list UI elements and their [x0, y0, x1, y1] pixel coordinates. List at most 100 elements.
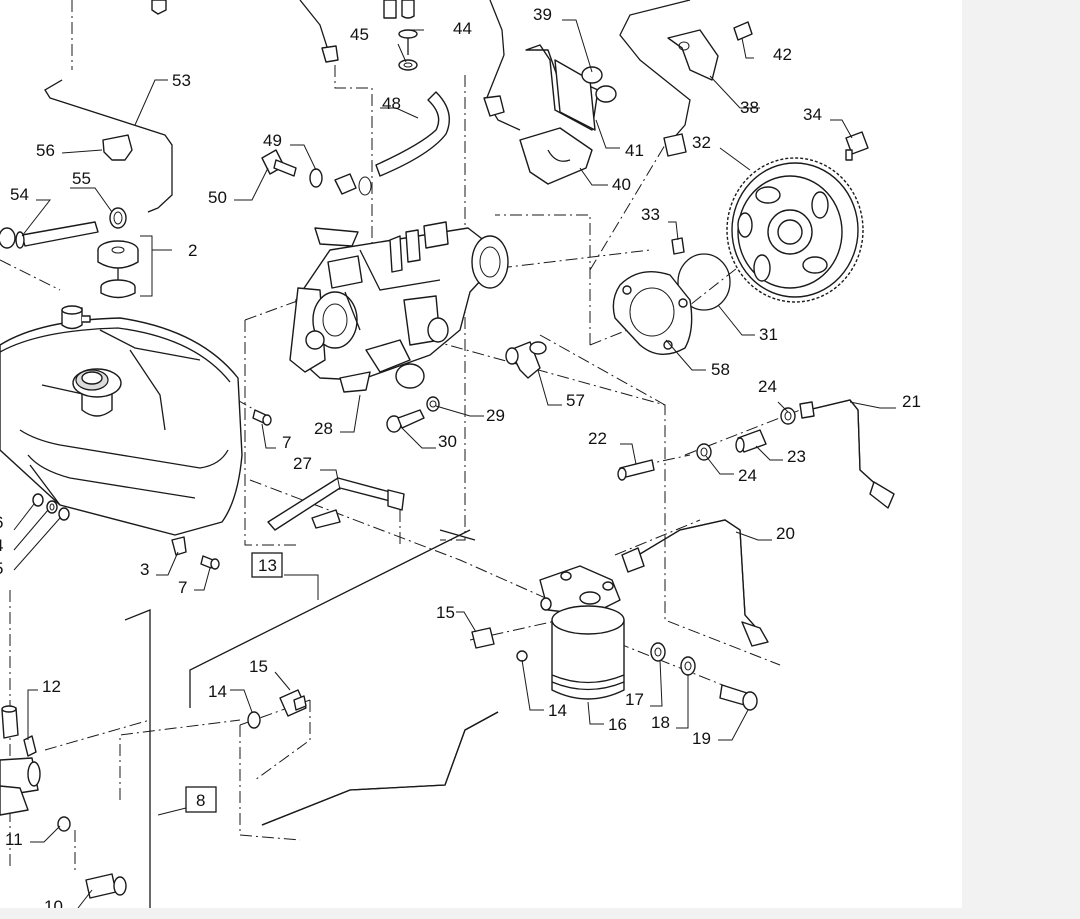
- ref-42: 42: [773, 45, 792, 64]
- ref-7a: 7: [282, 433, 291, 452]
- part-stud-22[interactable]: [617, 459, 655, 481]
- part-elbow-57[interactable]: [505, 341, 547, 379]
- ref-14b: 14: [548, 701, 567, 720]
- part-drive-gear-32[interactable]: [726, 157, 864, 303]
- part-injection-pump[interactable]: [289, 221, 509, 393]
- part-sensor-12[interactable]: [1, 705, 37, 757]
- ref-40: 40: [612, 175, 631, 194]
- ref-13: 13: [258, 556, 277, 575]
- ref-23: 23: [787, 447, 806, 466]
- ref-48: 48: [382, 94, 401, 113]
- part-clamp-40[interactable]: [519, 127, 593, 185]
- part-fuel-tank[interactable]: [0, 305, 243, 536]
- part-bolt-34[interactable]: [845, 131, 869, 161]
- part-fitting-top[interactable]: [151, 0, 415, 19]
- ref-11: 11: [5, 830, 23, 849]
- ref-15b: 15: [249, 657, 268, 676]
- ref-18: 18: [651, 713, 670, 732]
- ref-56: 56: [36, 141, 55, 160]
- part-clamp-38[interactable]: [667, 29, 719, 81]
- ref-12: 12: [42, 677, 61, 696]
- ref-14a: 14: [208, 682, 227, 701]
- ref-38: 38: [740, 98, 759, 117]
- ref-21: 21: [902, 392, 921, 411]
- diagram-viewer[interactable]: 53 56 55 54 2 50 49 48 45 44 39 42 38 34…: [0, 0, 962, 908]
- part-gasket-58[interactable]: [612, 271, 693, 355]
- ref-24b: 24: [738, 466, 757, 485]
- ref-4: 4: [0, 536, 3, 555]
- ref-2: 2: [188, 241, 197, 260]
- part-pipe-top-center[interactable]: [299, 0, 505, 63]
- ref-7b: 7: [178, 578, 187, 597]
- ref-55: 55: [72, 169, 91, 188]
- ref-44: 44: [453, 19, 472, 38]
- part-washers-17-18[interactable]: [650, 642, 696, 676]
- ref-41: 41: [625, 141, 644, 160]
- ref-45: 45: [350, 25, 369, 44]
- ref-30: 30: [438, 432, 457, 451]
- part-bolt-7[interactable]: [200, 409, 272, 570]
- ref-31: 31: [759, 325, 778, 344]
- part-fittings-14-15[interactable]: [247, 627, 528, 729]
- part-fittings-29-30[interactable]: [386, 396, 440, 433]
- part-drain-fittings-4-5-6[interactable]: [32, 493, 70, 521]
- part-fitting-10[interactable]: [85, 873, 127, 899]
- part-hose-54[interactable]: [0, 221, 99, 249]
- ref-33: 33: [641, 205, 660, 224]
- ref-39: 39: [533, 5, 552, 24]
- part-valve-body[interactable]: [0, 757, 41, 816]
- part-bracket-39-41[interactable]: [525, 44, 617, 131]
- ref-49: 49: [263, 131, 282, 150]
- ref-19: 19: [692, 729, 711, 748]
- part-o-ring-31[interactable]: [677, 253, 731, 311]
- ref-27: 27: [293, 454, 312, 473]
- ref-17: 17: [625, 690, 644, 709]
- ref-34: 34: [803, 105, 822, 124]
- part-washer-11[interactable]: [57, 816, 71, 832]
- ref-54: 54: [10, 185, 29, 204]
- ref-8-box: 8: [185, 786, 217, 813]
- part-fuel-pipe-20[interactable]: [621, 519, 769, 647]
- part-fuel-line-bottom[interactable]: [261, 711, 499, 826]
- part-bracket-3[interactable]: [171, 536, 187, 556]
- part-clip-56[interactable]: [102, 134, 133, 161]
- ref-16: 16: [608, 715, 627, 734]
- part-washers-24[interactable]: [696, 407, 796, 461]
- ref-20: 20: [776, 524, 795, 543]
- part-injector-pipe-21[interactable]: [799, 399, 895, 509]
- reference-labels: 53 56 55 54 2 50 49 48 45 44 39 42 38 34…: [0, 5, 921, 908]
- part-fuel-pipe-53[interactable]: [44, 79, 173, 213]
- ref-32: 32: [692, 133, 711, 152]
- part-clamp-55[interactable]: [109, 207, 127, 229]
- ref-6: 6: [0, 513, 3, 532]
- group-frames: [124, 529, 476, 908]
- ref-10: 10: [44, 897, 63, 908]
- part-mount-2[interactable]: [97, 240, 139, 299]
- part-hose-48[interactable]: [375, 91, 450, 177]
- part-key-33[interactable]: [671, 237, 685, 255]
- part-bolt-42[interactable]: [733, 21, 753, 41]
- ref-58: 58: [711, 360, 730, 379]
- part-banjo-bolt-49-50[interactable]: [261, 149, 372, 196]
- ref-24a: 24: [758, 377, 777, 396]
- part-washer-44-45[interactable]: [398, 29, 418, 71]
- ref-3: 3: [140, 560, 149, 579]
- ref-50: 50: [208, 188, 227, 207]
- ref-53: 53: [172, 71, 191, 90]
- ref-15a: 15: [436, 603, 455, 622]
- ref-57: 57: [566, 391, 585, 410]
- part-banjo-bolt-19[interactable]: [719, 684, 758, 711]
- ref-8: 8: [196, 791, 205, 810]
- part-sleeve-23[interactable]: [735, 429, 767, 453]
- leader-lines: [13, 19, 896, 908]
- part-tank-cap[interactable]: [72, 368, 122, 417]
- ref-22: 22: [588, 429, 607, 448]
- fuel-system-exploded-diagram: 53 56 55 54 2 50 49 48 45 44 39 42 38 34…: [0, 0, 921, 908]
- part-pipe-top-right[interactable]: [483, 0, 691, 157]
- part-fuel-filter-16[interactable]: [539, 565, 625, 700]
- ref-29: 29: [486, 406, 505, 425]
- part-return-pipe-27[interactable]: [267, 477, 405, 531]
- ref-28: 28: [314, 419, 333, 438]
- ref-13-box: 13: [251, 552, 283, 578]
- ref-5: 5: [0, 559, 3, 578]
